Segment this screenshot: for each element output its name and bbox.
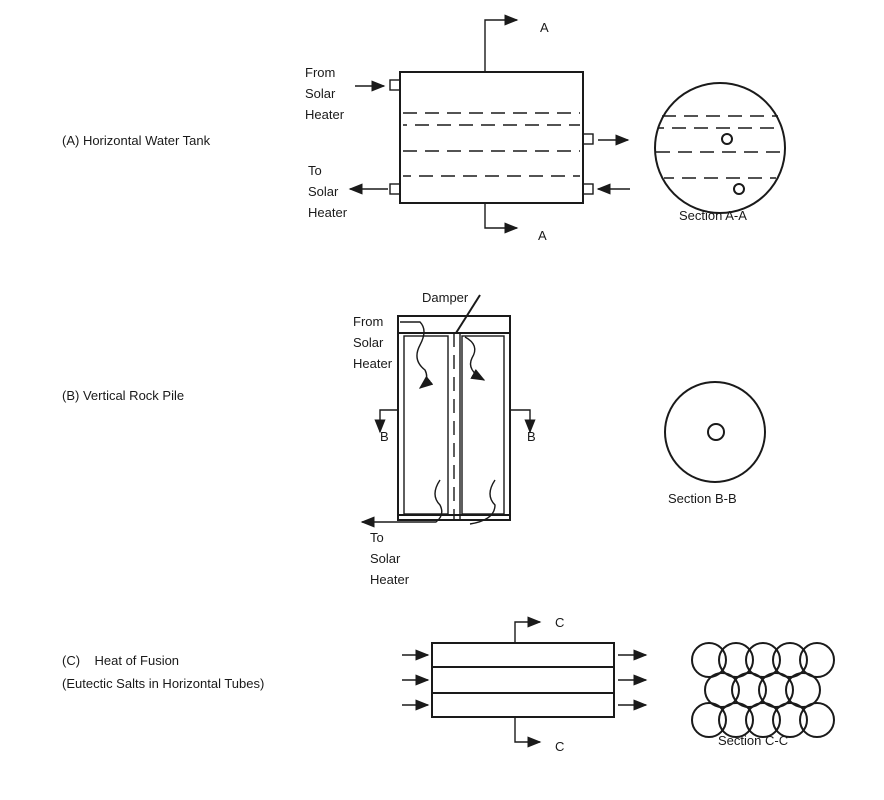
outlet-label-line2: Solar <box>370 551 401 566</box>
damper-label: Damper <box>422 290 469 305</box>
outlet-label-line3: Heater <box>370 572 410 587</box>
panel-a-label: (A) Horizontal Water Tank <box>62 133 211 148</box>
outlet-label-line1: To <box>370 530 384 545</box>
section-mark-a-top: A <box>540 20 549 35</box>
panel-b-vertical-rock-pile: (B) Vertical Rock Pile Damper From Solar… <box>62 290 766 587</box>
panel-b-label: (B) Vertical Rock Pile <box>62 388 184 403</box>
inlet-label-line1: From <box>305 65 335 80</box>
section-b-label: Section B-B <box>668 491 737 506</box>
water-level-lines <box>403 112 580 177</box>
inlet-label-line2: Solar <box>305 86 336 101</box>
section-b-circle <box>664 381 766 483</box>
outlet-label-line3: Heater <box>308 205 348 220</box>
outlet-label-line1: To <box>308 163 322 178</box>
water-tank <box>399 71 584 204</box>
section-a-label: Section A-A <box>679 208 747 223</box>
inlet-label-line3: Heater <box>305 107 345 122</box>
inlet-label-line3: Heater <box>353 356 393 371</box>
section-mark-b-left: B <box>380 429 389 444</box>
panel-c-label: (C) Heat of Fusion <box>62 653 179 668</box>
section-mark-a-bottom: A <box>538 228 547 243</box>
tube-bundle <box>431 642 615 718</box>
outlet-label-line2: Solar <box>308 184 339 199</box>
section-mark-c-top: C <box>555 615 564 630</box>
section-a-circle <box>654 82 786 214</box>
panel-c-heat-of-fusion: (C) Heat of Fusion (Eutectic Salts in Ho… <box>62 615 835 754</box>
section-mark-c-bottom: C <box>555 739 564 754</box>
section-c-tubes <box>691 642 835 738</box>
panel-c-sublabel: (Eutectic Salts in Horizontal Tubes) <box>62 676 264 691</box>
inlet-label-line2: Solar <box>353 335 384 350</box>
panel-a-horizontal-water-tank: (A) Horizontal Water Tank From Solar Hea… <box>62 14 786 243</box>
damper-pointer <box>455 294 481 334</box>
inlet-label-line1: From <box>353 314 383 329</box>
section-mark-b-right: B <box>527 429 536 444</box>
section-c-label: Section C-C <box>718 733 788 748</box>
